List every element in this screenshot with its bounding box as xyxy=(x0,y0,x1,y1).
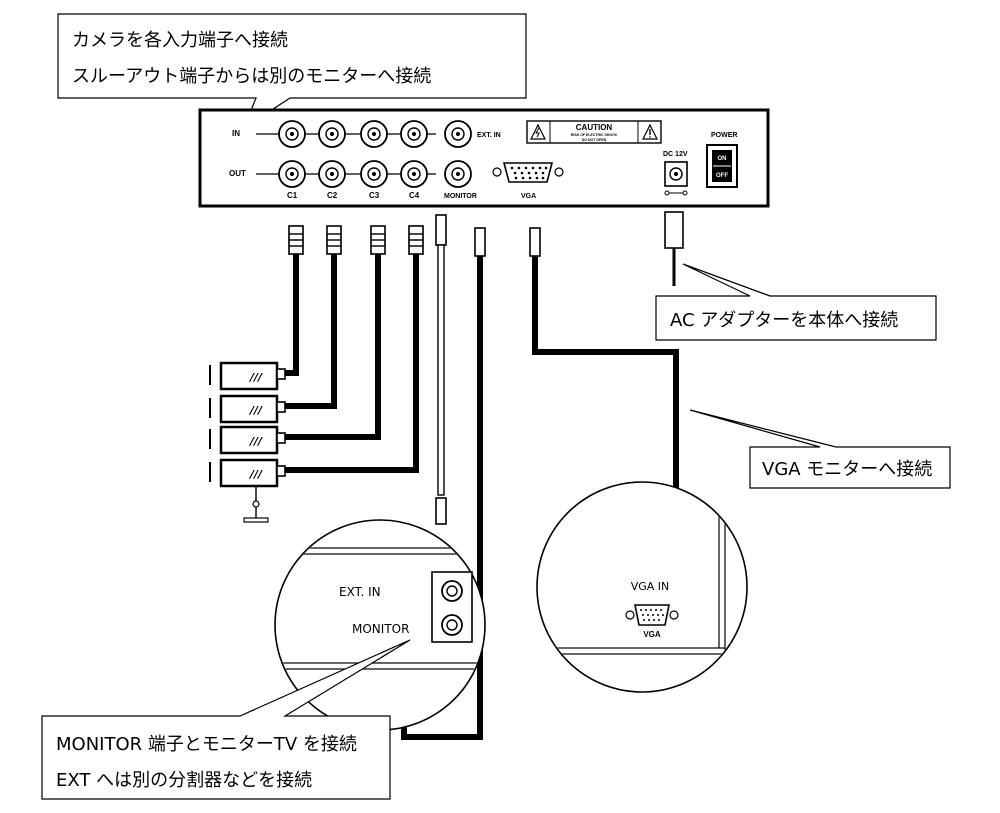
warning-icon xyxy=(642,123,658,140)
vga-monitor-callout: VGA モニターへ接続 xyxy=(689,409,951,489)
svg-text:///: /// xyxy=(248,435,263,448)
zoom-ext-in-label: EXT. IN xyxy=(339,585,381,599)
vga-port-icon xyxy=(492,162,564,183)
camera-plugs xyxy=(288,211,684,257)
caution-label: CAUTION RISK OF ELECTRIC SHOCK DO NOT OP… xyxy=(526,120,662,144)
switch-off-label: OFF xyxy=(716,173,728,179)
ac-adapter-callout: AC アダプターを本体へ接続 xyxy=(655,263,937,341)
channel-label-c3: C3 xyxy=(369,191,380,200)
bnc-connector-icon xyxy=(360,160,388,188)
ext-in-label: EXT. IN xyxy=(477,132,501,139)
plug-monitor xyxy=(435,214,447,246)
plug-c4 xyxy=(408,225,424,255)
top-callout-line1: カメラを各入力端子へ接続 xyxy=(72,30,288,51)
vga-label: VGA xyxy=(521,193,536,200)
monitor-cable xyxy=(435,244,447,525)
bnc-connector-icon xyxy=(444,120,472,148)
plug-monitor-end xyxy=(435,497,447,525)
camera-icon: /// xyxy=(209,425,286,455)
bottom-callout-line2: EXT へは別の分割器などを接続 xyxy=(56,770,312,791)
plug-c2 xyxy=(326,225,342,255)
in-label: IN xyxy=(232,129,240,138)
in-connectors xyxy=(256,120,436,148)
dc-jack-icon xyxy=(664,161,688,196)
vga-port-icon xyxy=(625,604,679,626)
warning-icon xyxy=(530,123,546,140)
bnc-connector-icon xyxy=(318,160,346,188)
top-callout: カメラを各入力端子へ接続 スルーアウト端子からは別のモニターへ接続 xyxy=(57,13,527,130)
monitor-label: MONITOR xyxy=(444,193,477,200)
plug-c1 xyxy=(288,225,304,255)
zoom-vga-label: VGA xyxy=(643,630,661,639)
caution-line2: DO NOT OPEN xyxy=(582,138,607,142)
caution-line1: RISK OF ELECTRIC SHOCK xyxy=(571,133,618,137)
bnc-connector-icon xyxy=(278,160,306,188)
plug-c3 xyxy=(370,225,386,255)
bnc-connector-icon xyxy=(360,120,388,148)
bnc-connector-icon xyxy=(400,160,428,188)
bnc-connector-icon xyxy=(441,614,463,636)
bnc-connector-icon xyxy=(278,120,306,148)
bnc-connector-icon xyxy=(400,120,428,148)
cameras: /// /// /// /// xyxy=(209,361,286,523)
caution-title: CAUTION xyxy=(576,123,613,132)
svg-text:///: /// xyxy=(248,468,263,481)
camera-icon: /// xyxy=(209,458,286,488)
zoom-vga-in-label: VGA IN xyxy=(631,580,670,593)
camera-stand xyxy=(243,486,269,523)
bottom-callout: MONITOR 端子とモニターTV を接続 EXT へは別の分割器などを接続 xyxy=(41,639,411,800)
camera-icon: /// xyxy=(209,361,286,391)
device-rear-panel: IN OUT xyxy=(198,108,770,208)
svg-text:///: /// xyxy=(248,371,263,384)
dc-label: DC 12V xyxy=(663,151,688,158)
zoom-monitor-label: MONITOR xyxy=(352,622,409,636)
channel-label-c1: C1 xyxy=(287,191,298,200)
svg-text:///: /// xyxy=(248,404,263,417)
channel-label-c2: C2 xyxy=(327,191,338,200)
switch-on-label: ON xyxy=(718,156,727,162)
out-label: OUT xyxy=(229,169,246,178)
top-callout-line2: スルーアウト端子からは別のモニターへ接続 xyxy=(72,66,431,87)
bnc-connector-icon xyxy=(444,160,472,188)
channel-label-c4: C4 xyxy=(409,191,420,200)
bnc-connector-icon xyxy=(318,120,346,148)
plug-dc xyxy=(664,211,684,249)
power-label: POWER xyxy=(711,132,737,139)
bnc-connector-icon xyxy=(441,580,463,602)
vga-monitor-text: VGA モニターへ接続 xyxy=(762,459,932,480)
power-switch-icon: ON OFF xyxy=(706,144,738,188)
camera-cables xyxy=(285,254,419,473)
bottom-callout-line1: MONITOR 端子とモニターTV を接続 xyxy=(56,734,357,755)
out-connectors xyxy=(256,160,436,188)
ac-adapter-text: AC アダプターを本体へ接続 xyxy=(670,310,898,331)
camera-icon: /// xyxy=(209,394,286,424)
plug-ext xyxy=(474,227,486,257)
plug-vga xyxy=(529,227,541,257)
zoom-right: VGA IN VGA xyxy=(536,481,748,693)
